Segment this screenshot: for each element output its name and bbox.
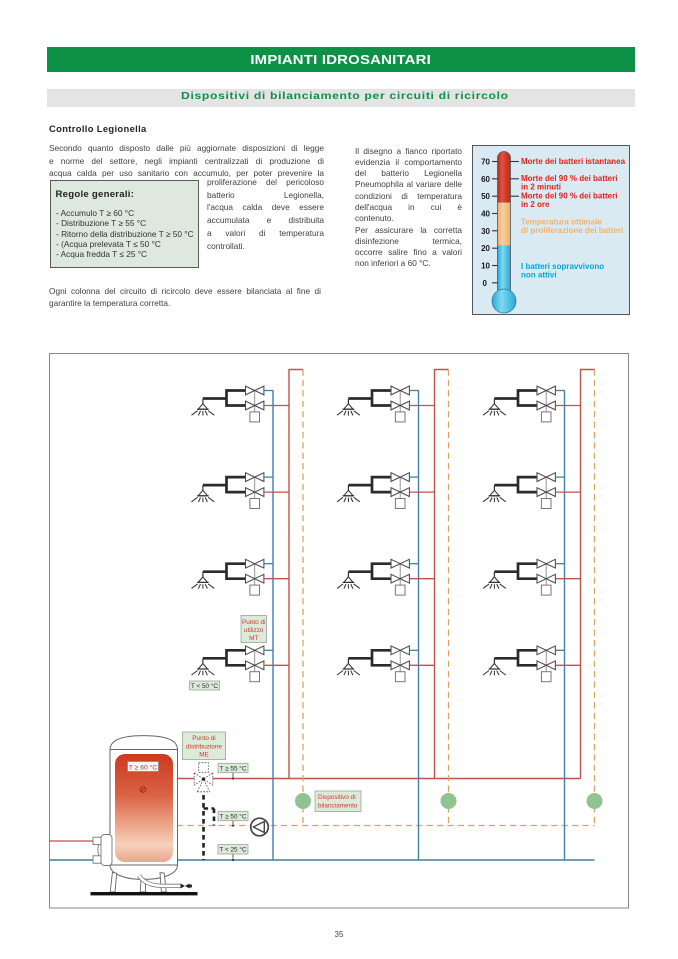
svg-text:20: 20 xyxy=(481,244,490,253)
svg-text:in 2 minuti: in 2 minuti xyxy=(521,182,561,191)
svg-text:bilanciamento: bilanciamento xyxy=(318,803,358,810)
svg-text:Temperatura ottimale: Temperatura ottimale xyxy=(521,217,602,226)
svg-text:30: 30 xyxy=(481,227,490,236)
svg-text:di proliferazione dei batteri: di proliferazione dei batteri xyxy=(521,226,623,235)
svg-text:T < 50 °C: T < 50 °C xyxy=(191,682,219,690)
svg-text:non attivi: non attivi xyxy=(521,270,557,279)
svg-text:10: 10 xyxy=(481,262,490,271)
svg-text:in 2 ore: in 2 ore xyxy=(521,200,550,209)
svg-text:Morte del 90 % dei batteri: Morte del 90 % dei batteri xyxy=(521,174,617,183)
svg-text:T ≥ 60 °C: T ≥ 60 °C xyxy=(129,763,158,771)
svg-text:distribuzione: distribuzione xyxy=(186,743,222,750)
svg-text:40: 40 xyxy=(481,210,490,219)
svg-text:70: 70 xyxy=(481,158,490,167)
svg-text:Morte dei batteri istantanea: Morte dei batteri istantanea xyxy=(521,157,626,166)
svg-text:0: 0 xyxy=(483,279,488,288)
svg-text:utilizzo: utilizzo xyxy=(244,627,264,634)
svg-text:I batteri sopravvivono: I batteri sopravvivono xyxy=(521,262,604,271)
svg-text:50: 50 xyxy=(481,192,490,201)
svg-text:Dispositivo di: Dispositivo di xyxy=(318,794,356,801)
svg-text:Morte del 90 % dei batteri: Morte del 90 % dei batteri xyxy=(521,192,617,201)
svg-text:Punto di: Punto di xyxy=(242,619,265,626)
svg-text:60: 60 xyxy=(481,175,490,184)
svg-text:ME: ME xyxy=(199,752,209,759)
svg-text:T ≥ 55 °C: T ≥ 55 °C xyxy=(220,764,247,772)
svg-text:Punto di: Punto di xyxy=(192,735,215,742)
svg-text:MT: MT xyxy=(249,635,258,642)
svg-text:T ≥ 50 °C: T ≥ 50 °C xyxy=(220,812,247,820)
svg-text:T < 25 °C: T < 25 °C xyxy=(219,846,247,854)
